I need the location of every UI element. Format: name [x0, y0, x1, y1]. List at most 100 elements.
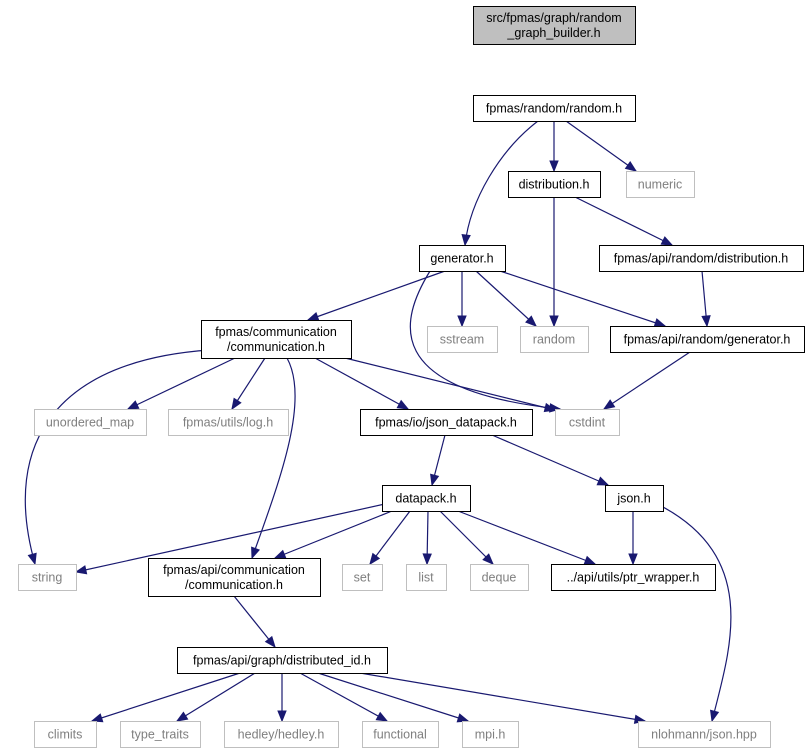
arrowhead-icon — [482, 553, 494, 565]
edge-api_generator_h-to-cstdint — [602, 351, 691, 410]
node-cstdint: cstdint — [555, 409, 620, 436]
node-label: /communication.h — [185, 578, 283, 592]
edge-line — [344, 357, 556, 411]
arrowhead-icon — [375, 711, 389, 722]
arrowhead-icon — [175, 711, 189, 722]
edge-line — [491, 434, 609, 486]
edge-communication_h-to-unordered_map — [126, 357, 236, 410]
node-label: fpmas/utils/log.h — [183, 416, 273, 430]
node-root[interactable]: src/fpmas/graph/random_graph_builder.h — [473, 6, 636, 45]
arrowhead-icon — [457, 315, 467, 328]
edge-line — [464, 120, 539, 246]
node-distribution-h[interactable]: distribution.h — [508, 171, 601, 198]
node-box — [427, 326, 498, 353]
node-label: nlohmann/json.hpp — [651, 728, 757, 742]
node-datapack-h[interactable]: datapack.h — [382, 485, 471, 512]
edge-line — [603, 351, 691, 410]
edge-datapack_h-to-list — [422, 510, 432, 566]
edge-distribution_h-to-api_distribution_h — [574, 196, 674, 246]
node-label: fpmas/io/json_datapack.h — [375, 416, 517, 430]
arrowhead-icon — [264, 635, 276, 649]
node-label: hedley/hedley.h — [238, 728, 325, 742]
node-box — [419, 245, 506, 272]
node-box — [406, 564, 447, 591]
edge-line — [499, 270, 666, 327]
node-box — [626, 171, 695, 198]
edge-line — [127, 357, 236, 410]
edge-random_h-to-generator_h — [461, 120, 539, 247]
node-unordered-map: unordered_map — [34, 409, 147, 436]
node-api-distribution-h[interactable]: fpmas/api/random/distribution.h — [599, 245, 804, 272]
arrowhead-icon — [543, 402, 557, 413]
edge-json_h-to-ptr_wrapper_h — [628, 511, 638, 566]
node-label: fpmas/api/communication — [163, 563, 305, 577]
edge-random_h-to-distribution_h — [549, 121, 559, 173]
node-label: functional — [373, 728, 427, 742]
edge-line — [91, 672, 241, 722]
node-list: list — [406, 564, 447, 591]
node-label: fpmas/random/random.h — [486, 102, 622, 116]
edge-datapack_h-to-deque — [439, 510, 494, 565]
node-generator-h[interactable]: generator.h — [419, 245, 506, 272]
node-api-communication-h[interactable]: fpmas/api/communication/communication.h — [148, 558, 321, 597]
node-label: datapack.h — [395, 492, 456, 506]
edge-line — [176, 672, 256, 722]
node-label: generator.h — [430, 252, 493, 266]
node-box — [555, 409, 620, 436]
node-json-h[interactable]: json.h — [605, 485, 664, 512]
edge-line — [662, 506, 732, 722]
arrowhead-icon — [456, 713, 470, 723]
node-mpi-h: mpi.h — [462, 721, 519, 748]
node-label: src/fpmas/graph/random — [486, 11, 621, 25]
node-box — [168, 409, 289, 436]
node-distributed-id-h[interactable]: fpmas/api/graph/distributed_id.h — [177, 647, 388, 674]
edge-communication_h-to-api_communication_h — [251, 357, 296, 560]
edges-layer — [24, 120, 732, 724]
arrowhead-icon — [369, 552, 381, 566]
arrowhead-icon — [126, 400, 140, 410]
node-ptr-wrapper-h[interactable]: ../api/utils/ptr_wrapper.h — [551, 564, 716, 591]
edge-distributed_id_h-to-json_hpp — [359, 672, 647, 724]
node-box — [638, 721, 771, 748]
node-box — [610, 326, 805, 353]
node-api-generator-h[interactable]: fpmas/api/random/generator.h — [610, 326, 805, 353]
arrowhead-icon — [27, 552, 37, 566]
edge-line — [307, 270, 446, 321]
edge-api_distribution_h-to-api_generator_h — [701, 270, 711, 328]
node-type-traits: type_traits — [120, 721, 201, 748]
node-climits: climits — [34, 721, 97, 748]
arrowhead-icon — [549, 315, 559, 328]
node-label: numeric — [638, 178, 682, 192]
node-hedley-h: hedley/hedley.h — [224, 721, 339, 748]
node-label: unordered_map — [46, 416, 134, 430]
node-label: json.h — [616, 492, 650, 506]
node-communication-h[interactable]: fpmas/communication/communication.h — [201, 320, 352, 359]
node-label: deque — [482, 571, 517, 585]
node-box — [520, 326, 589, 353]
node-label: mpi.h — [475, 728, 506, 742]
edge-random_h-to-numeric — [565, 120, 638, 172]
edge-line — [574, 196, 673, 246]
arrowhead-icon — [306, 312, 320, 321]
arrowhead-icon — [709, 709, 720, 723]
node-json-datapack-h[interactable]: fpmas/io/json_datapack.h — [360, 409, 533, 436]
edge-line — [24, 349, 211, 565]
node-label: sstream — [440, 333, 484, 347]
arrowhead-icon — [231, 397, 242, 411]
node-box — [551, 564, 716, 591]
arrowhead-icon — [422, 553, 432, 566]
arrowhead-icon — [277, 710, 287, 723]
node-box — [34, 721, 97, 748]
edge-communication_h-to-string — [24, 349, 211, 566]
node-label: ../api/utils/ptr_wrapper.h — [567, 571, 700, 585]
arrowhead-icon — [653, 318, 667, 328]
edge-distributed_id_h-to-functional — [299, 672, 389, 722]
edge-generator_h-to-api_generator_h — [499, 270, 667, 328]
edge-line — [565, 120, 637, 172]
node-box — [224, 721, 339, 748]
edge-distributed_id_h-to-hedley_h — [277, 673, 287, 723]
node-label: set — [354, 571, 371, 585]
node-random-h[interactable]: fpmas/random/random.h — [473, 95, 636, 122]
arrowhead-icon — [90, 713, 104, 723]
